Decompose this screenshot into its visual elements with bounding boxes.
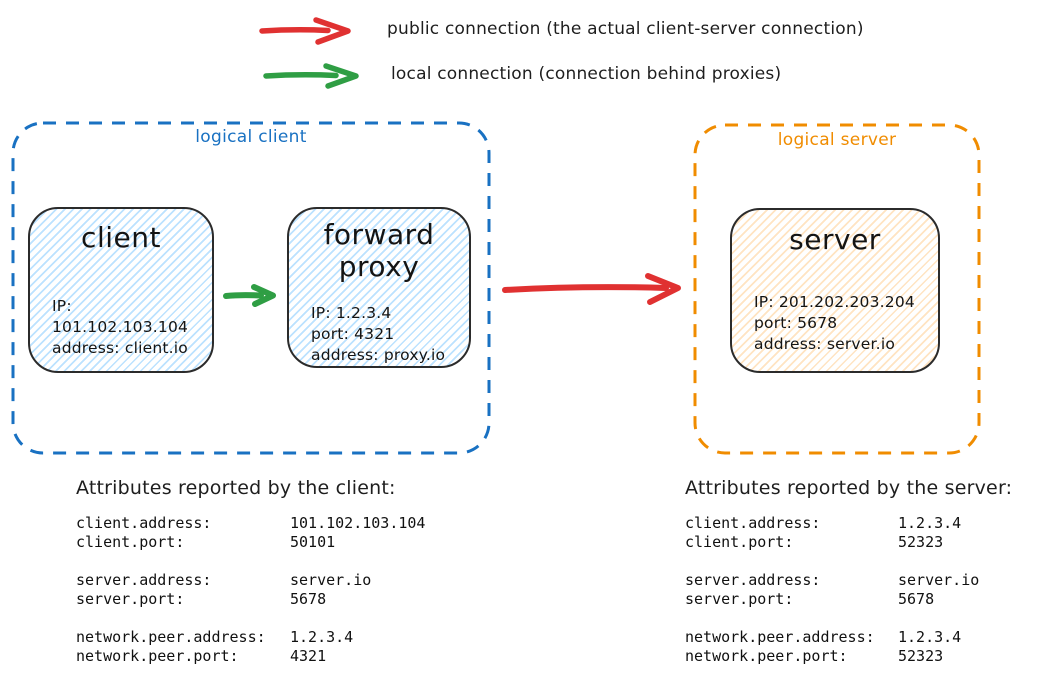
server-attr-group-client: client.address: 1.2.3.4 client.port: 523…	[685, 514, 1039, 552]
attr-key: server.address:	[685, 571, 821, 589]
attr-row: network.peer.port: 52323	[685, 647, 1039, 666]
attr-key: client.address:	[76, 514, 212, 532]
client-node: client IP: 101.102.103.104 address: clie…	[28, 207, 214, 373]
server-node-ip: IP: 201.202.203.204	[754, 293, 915, 311]
attr-key: server.address:	[76, 571, 212, 589]
attr-row: server.port: 5678	[76, 590, 456, 609]
attr-value: server.io	[290, 571, 372, 589]
attr-key: client.address:	[685, 514, 821, 532]
attr-row: network.peer.address: 1.2.3.4	[76, 628, 456, 647]
attr-key: client.port:	[76, 533, 185, 551]
attr-value: 50101	[290, 533, 336, 551]
public-connection-legend-arrow-icon	[259, 17, 351, 45]
client-attributes-title: Attributes reported by the client:	[76, 477, 396, 499]
forward-proxy-node-title: forward proxy	[323, 218, 435, 283]
logical-client-group-label: logical client	[195, 127, 307, 147]
logical-server-group-label: logical server	[777, 130, 897, 150]
server-node-details: IP: 201.202.203.204 port: 5678 address: …	[732, 292, 938, 355]
logical-client-group-border	[11, 121, 491, 455]
attr-key: network.peer.port:	[685, 647, 848, 665]
client-node-ip: IP: 101.102.103.104	[52, 297, 189, 336]
server-node: server IP: 201.202.203.204 port: 5678 ad…	[730, 208, 940, 373]
attr-row: client.port: 50101	[76, 533, 456, 552]
forward-proxy-node-port: port: 4321	[311, 325, 395, 343]
logical-server-group-border	[693, 123, 981, 455]
forward-proxy-node-details: IP: 1.2.3.4 port: 4321 address: proxy.io	[289, 303, 469, 366]
public-connection-legend-label: public connection (the actual client-ser…	[387, 19, 864, 39]
attr-key: network.peer.address:	[685, 628, 875, 646]
attr-value: 5678	[898, 590, 935, 608]
attr-value: 4321	[290, 647, 327, 665]
forward-proxy-node-ip: IP: 1.2.3.4	[311, 304, 392, 322]
attr-row: network.peer.address: 1.2.3.4	[685, 628, 1039, 647]
server-node-title: server	[789, 223, 881, 256]
server-node-address: address: server.io	[754, 335, 896, 353]
attr-value: server.io	[898, 571, 980, 589]
attr-row: server.port: 5678	[685, 590, 1039, 609]
client-node-title: client	[81, 221, 161, 254]
attr-value: 52323	[898, 533, 944, 551]
server-attributes-section: Attributes reported by the server: clien…	[685, 477, 1039, 685]
server-attr-group-network-peer: network.peer.address: 1.2.3.4 network.pe…	[685, 628, 1039, 666]
client-node-details: IP: 101.102.103.104 address: client.io	[30, 296, 212, 359]
client-attributes-section: Attributes reported by the client: clien…	[76, 477, 456, 685]
local-connection-arrow-icon	[223, 284, 276, 307]
attr-value: 1.2.3.4	[898, 514, 962, 532]
public-connection-arrow-icon	[502, 273, 681, 305]
attr-value: 52323	[898, 647, 944, 665]
server-attributes-title: Attributes reported by the server:	[685, 477, 1013, 499]
attr-key: server.port:	[685, 590, 794, 608]
server-attr-group-server: server.address: server.io server.port: 5…	[685, 571, 1039, 609]
attr-key: server.port:	[76, 590, 185, 608]
forward-proxy-node-address: address: proxy.io	[311, 346, 446, 364]
attr-row: client.port: 52323	[685, 533, 1039, 552]
attr-key: client.port:	[685, 533, 794, 551]
attr-value: 1.2.3.4	[898, 628, 962, 646]
attr-row: server.address: server.io	[685, 571, 1039, 590]
attr-row: server.address: server.io	[76, 571, 456, 590]
client-attr-group-client: client.address: 101.102.103.104 client.p…	[76, 514, 456, 552]
server-node-port: port: 5678	[754, 314, 838, 332]
attr-key: network.peer.address:	[76, 628, 266, 646]
client-attr-group-server: server.address: server.io server.port: 5…	[76, 571, 456, 609]
local-connection-legend-label: local connection (connection behind prox…	[391, 64, 782, 84]
attr-value: 1.2.3.4	[290, 628, 354, 646]
local-connection-legend-arrow-icon	[263, 63, 359, 89]
attr-row: client.address: 101.102.103.104	[76, 514, 456, 533]
attr-row: client.address: 1.2.3.4	[685, 514, 1039, 533]
client-attr-group-network-peer: network.peer.address: 1.2.3.4 network.pe…	[76, 628, 456, 666]
attr-row: network.peer.port: 4321	[76, 647, 456, 666]
forward-proxy-node: forward proxy IP: 1.2.3.4 port: 4321 add…	[287, 207, 471, 368]
attr-value: 101.102.103.104	[290, 514, 426, 532]
attr-value: 5678	[290, 590, 327, 608]
attr-key: network.peer.port:	[76, 647, 239, 665]
client-node-address: address: client.io	[52, 339, 188, 357]
